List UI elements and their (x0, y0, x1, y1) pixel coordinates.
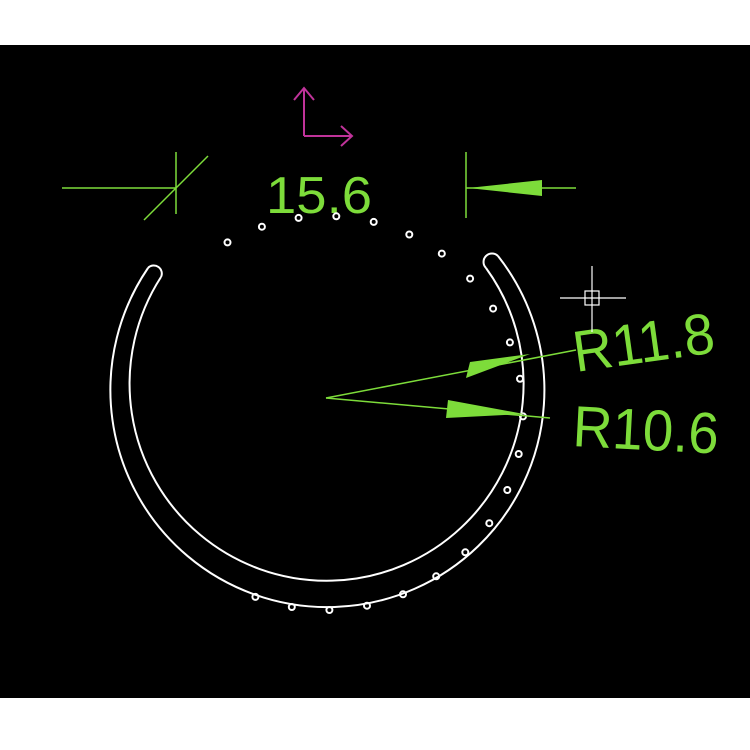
ucs-axis-icon (293, 86, 354, 147)
rib-bump (294, 213, 303, 222)
crosshair-cursor-icon (560, 266, 626, 332)
arrowhead-right (468, 180, 542, 196)
rib-bump (363, 601, 371, 610)
linear-dimension (62, 152, 576, 221)
outer-radius-label: R11.8 (569, 301, 719, 385)
rib-bump (485, 519, 494, 528)
rib-bump (505, 338, 514, 347)
end-cap-right (482, 252, 499, 269)
rib-bump (437, 249, 446, 258)
rib-bump (369, 217, 378, 226)
rib-bump (332, 212, 341, 221)
rib-bump (257, 222, 266, 231)
rib-bump (466, 274, 475, 283)
inner-radius-label: R10.6 (571, 394, 720, 467)
tube-profile (109, 212, 546, 614)
arrowhead-r-inner (446, 400, 524, 418)
end-cap-left (147, 264, 163, 278)
outer-arc (109, 255, 546, 609)
rib-bump (405, 230, 414, 239)
rib-bump (399, 590, 407, 599)
rib-bump (251, 592, 260, 601)
rib-bump (489, 304, 498, 313)
rib-bump (287, 603, 296, 611)
inner-arc (128, 267, 525, 582)
tick-mark-left (143, 155, 209, 221)
arrowhead-r-outer (466, 354, 530, 378)
leader-r-inner (325, 397, 551, 419)
inner-ribs (223, 212, 527, 614)
linear-dimension-text: 15.6 (266, 167, 372, 225)
rib-bump (516, 374, 524, 383)
rib-bump (461, 548, 470, 557)
rib-bump (223, 238, 232, 247)
rib-bump (514, 450, 523, 458)
rib-bump (325, 606, 334, 614)
leader-r-outer (325, 349, 577, 399)
radius-dimensions (325, 349, 577, 419)
cad-drawing-canvas[interactable] (0, 45, 750, 698)
rib-bump (503, 486, 512, 494)
rib-bump (432, 572, 441, 581)
